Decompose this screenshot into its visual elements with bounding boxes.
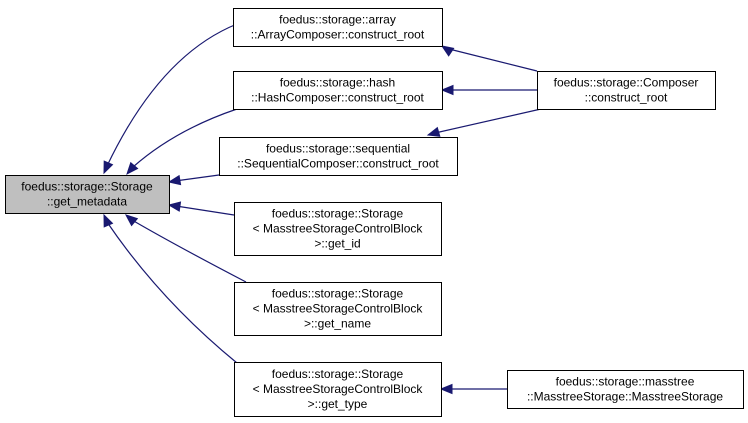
node-box: [219, 137, 458, 176]
edge-composer-construct-root-to-array-construct-root: [440, 45, 538, 72]
node-masstree-get-type[interactable]: foedus::storage::Storage< MasstreeStorag…: [234, 362, 442, 417]
node-label-line: foedus::storage::hash: [280, 76, 395, 90]
node-hash-construct-root[interactable]: foedus::storage::hash::HashComposer::con…: [233, 71, 443, 110]
node-storage-get-metadata: foedus::storage::Storage::get_metadata: [5, 175, 170, 214]
node-box: [234, 282, 442, 336]
edge-composer-construct-root-to-hash-construct-root: [440, 84, 537, 96]
edge-line: [175, 205, 235, 216]
edge-hash-construct-root-to-storage-get-metadata: [126, 108, 238, 176]
arrowhead-icon: [103, 160, 114, 175]
node-label-line: ::ArrayComposer::construct_root: [251, 28, 425, 42]
node-label-line: ::MasstreeStorage::MasstreeStorage: [527, 390, 723, 404]
edges-layer: [103, 23, 542, 395]
edge-masstree-get-id-to-storage-get-metadata: [167, 201, 235, 216]
edge-line: [444, 47, 538, 72]
node-composer-construct-root[interactable]: foedus::storage::Composer::construct_roo…: [537, 71, 716, 110]
node-box: [234, 362, 442, 417]
edge-composer-construct-root-to-sequential-construct-root: [426, 108, 542, 137]
node-label-line: ::SequentialComposer::construct_root: [237, 157, 439, 171]
edge-sequential-construct-root-to-storage-get-metadata: [167, 174, 220, 186]
arrowhead-icon: [440, 84, 454, 96]
node-label-line: foedus::storage::array: [279, 13, 396, 27]
arrowhead-icon: [440, 45, 455, 57]
edge-line: [131, 219, 247, 283]
node-masstree-get-id[interactable]: foedus::storage::Storage< MasstreeStorag…: [234, 202, 442, 256]
edge-array-construct-root-to-storage-get-metadata: [103, 23, 238, 175]
node-label-line: ::get_metadata: [47, 195, 127, 209]
node-label-line: >::get_id: [314, 237, 360, 251]
node-label-line: foedus::storage::Composer: [554, 76, 699, 90]
node-label-line: ::construct_root: [585, 91, 668, 105]
node-array-construct-root[interactable]: foedus::storage::array::ArrayComposer::c…: [233, 8, 443, 47]
edge-line: [132, 108, 238, 168]
nodes-layer: foedus::storage::Storage::get_metadatafo…: [5, 8, 744, 417]
arrowhead-icon: [426, 126, 441, 137]
node-box: [5, 175, 170, 214]
node-box: [233, 8, 443, 47]
node-box: [507, 370, 744, 409]
edge-line: [174, 174, 220, 182]
node-label-line: foedus::storage::Storage: [272, 367, 404, 381]
node-label-line: foedus::storage::Storage: [272, 287, 404, 301]
edge-line: [106, 221, 238, 364]
node-label-line: foedus::storage::masstree: [556, 375, 695, 389]
edge-masstree-storage-ctor-to-masstree-get-type: [439, 383, 507, 395]
node-label-line: foedus::storage::sequential: [266, 142, 410, 156]
arrowhead-icon: [126, 161, 139, 176]
arrowhead-icon: [103, 213, 114, 228]
node-label-line: foedus::storage::Storage: [272, 207, 404, 221]
node-label-line: < MasstreeStorageControlBlock: [253, 222, 424, 236]
node-label-line: < MasstreeStorageControlBlock: [253, 382, 424, 396]
node-label-line: < MasstreeStorageControlBlock: [253, 302, 424, 316]
node-masstree-get-name[interactable]: foedus::storage::Storage< MasstreeStorag…: [234, 282, 442, 336]
edge-masstree-get-type-to-storage-get-metadata: [103, 213, 238, 364]
node-label-line: >::get_type: [308, 397, 368, 411]
edge-masstree-get-name-to-storage-get-metadata: [124, 214, 247, 283]
node-label-line: foedus::storage::Storage: [21, 180, 153, 194]
node-box: [234, 202, 442, 256]
node-sequential-construct-root[interactable]: foedus::storage::sequential::SequentialC…: [219, 137, 458, 176]
edge-line: [106, 23, 238, 167]
edge-line: [434, 108, 542, 134]
node-masstree-storage-ctor[interactable]: foedus::storage::masstree::MasstreeStora…: [507, 370, 744, 409]
arrowhead-icon: [167, 201, 182, 212]
arrowhead-icon: [167, 174, 182, 186]
arrowhead-icon: [439, 383, 453, 395]
arrowhead-icon: [124, 214, 139, 227]
node-box: [233, 71, 443, 110]
node-label-line: >::get_name: [304, 317, 371, 331]
node-label-line: ::HashComposer::construct_root: [251, 91, 424, 105]
node-box: [537, 71, 716, 110]
